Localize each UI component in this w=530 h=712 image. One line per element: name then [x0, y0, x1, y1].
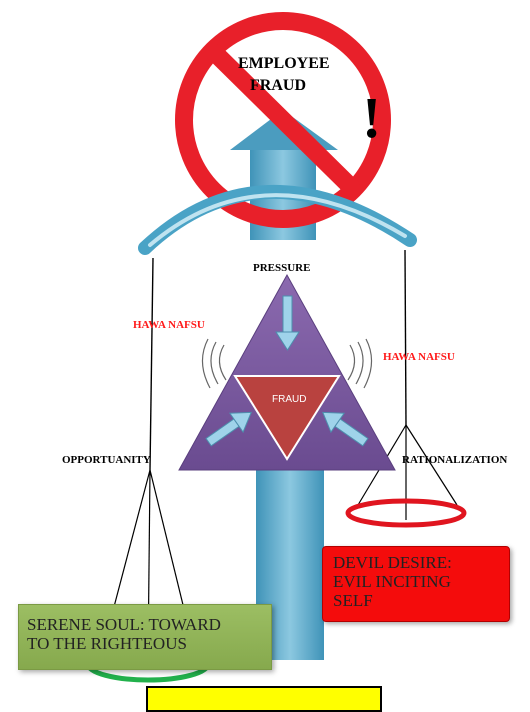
- devil-box-line1: DEVIL DESIRE:: [333, 553, 452, 572]
- employee-fraud-label-line1: EMPLOYEE: [238, 55, 330, 72]
- serene-box-line1: SERENE SOUL: TOWARD: [27, 615, 221, 634]
- left-wind-marks-icon: [201, 338, 227, 389]
- pressure-label: PRESSURE: [253, 262, 310, 274]
- devil-desire-box: DEVIL DESIRE: EVIL INCITING SELF: [322, 546, 510, 622]
- right-hanging-string: [404, 249, 407, 426]
- right-wind-marks-icon: [347, 338, 373, 389]
- serene-soul-box: SERENE SOUL: TOWARD TO THE RIGHTEOUS: [18, 604, 272, 670]
- rationalization-arrow-icon: [322, 411, 369, 447]
- serene-box-line2: TO THE RIGHTEOUS: [27, 634, 187, 653]
- rationalization-label: RATIONALIZATION: [402, 454, 507, 466]
- employee-fraud-label-line2: FRAUD: [250, 77, 306, 94]
- opportunity-label: OPPORTUANITY: [62, 454, 151, 466]
- no-sign-icon: [175, 12, 391, 228]
- yellow-caption-box: [146, 686, 382, 712]
- opportunity-arrow-icon: [205, 411, 252, 447]
- exclamation-mark: !: [362, 85, 381, 150]
- fraud-label: FRAUD: [272, 394, 306, 405]
- hawa-nafsu-left-label: HAWA NAFSU: [133, 319, 205, 331]
- hawa-nafsu-right-label: HAWA NAFSU: [383, 351, 455, 363]
- pressure-arrow-icon: [275, 295, 300, 351]
- devil-box-line2: EVIL INCITING: [333, 572, 451, 591]
- devil-box-line3: SELF: [333, 591, 373, 610]
- inner-fraud-triangle: [233, 375, 341, 461]
- left-hanging-string: [149, 257, 154, 471]
